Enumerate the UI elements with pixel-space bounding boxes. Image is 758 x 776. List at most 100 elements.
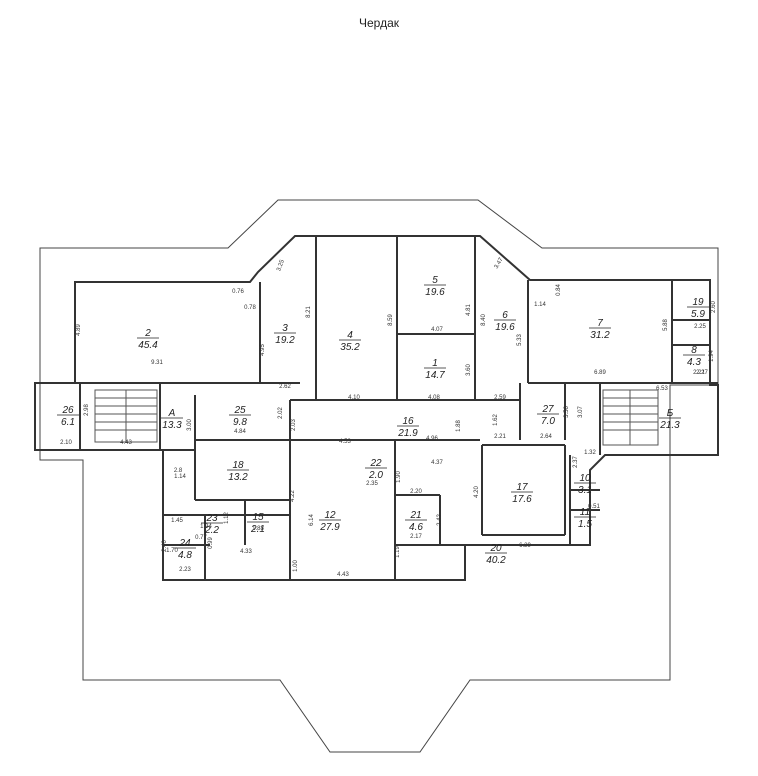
dimension-label: 9.31 xyxy=(151,360,163,366)
room-1: 245.4 xyxy=(137,328,159,351)
room-number: 24 xyxy=(178,538,191,549)
dimension-label: 1.94 xyxy=(200,524,212,530)
room-number: А xyxy=(168,408,176,419)
room-11: А13.3 xyxy=(161,408,183,431)
dimension-label: 8.40 xyxy=(481,314,487,326)
dimension-label: 2.37 xyxy=(573,456,579,468)
dimension-label: 5.88 xyxy=(663,319,669,331)
dimension-labels: 9.314.890.760.784.953.258.218.594.074.81… xyxy=(60,256,717,578)
room-14: 277.0 xyxy=(537,404,559,427)
dimension-label: 8.59 xyxy=(388,314,394,326)
dimension-label: 3.00 xyxy=(187,419,193,431)
dimension-label: 0.99 xyxy=(208,537,214,549)
room-25: 244.8 xyxy=(174,538,196,561)
room-15: Б21.3 xyxy=(659,408,681,431)
dimension-label: 1.88 xyxy=(456,420,462,432)
room-number: 25 xyxy=(233,405,246,416)
room-22: 214.6 xyxy=(405,510,427,533)
room-6: 619.6 xyxy=(494,310,516,333)
room-5: 114.7 xyxy=(424,358,446,381)
dimension-label: 1.45 xyxy=(171,518,183,524)
dimension-label: 4.84 xyxy=(234,429,246,435)
dimension-label: 1.19 xyxy=(395,546,401,558)
room-26: 232.2 xyxy=(201,513,223,536)
room-number: 4 xyxy=(347,330,353,341)
room-area: 7.0 xyxy=(541,416,555,427)
room-number: Б xyxy=(667,408,674,419)
room-number: 6 xyxy=(502,310,508,321)
room-area: 4.3 xyxy=(687,357,701,368)
room-17: 222.0 xyxy=(365,458,387,481)
stair-a xyxy=(94,389,158,443)
dimension-label: 3.25 xyxy=(276,259,286,273)
dimension-label: 4.22 xyxy=(290,490,296,502)
dimension-label: 6.29 xyxy=(519,543,531,549)
room-area: 9.8 xyxy=(233,417,247,428)
dimension-label: 1.90 xyxy=(396,471,402,483)
dimension-label: 4.37 xyxy=(431,460,443,466)
dimension-label: 2.60 xyxy=(711,301,717,313)
dimension-label: 5.33 xyxy=(517,334,523,346)
room-19: 103.1 xyxy=(574,473,596,496)
room-area: 4.6 xyxy=(409,522,423,533)
room-area: 19.2 xyxy=(275,335,295,346)
dimension-label: 3.47 xyxy=(494,256,505,270)
room-number: 17 xyxy=(516,482,528,493)
dimension-label: 4.96 xyxy=(426,436,438,442)
dimension-label: 2.40 xyxy=(162,540,168,552)
dimension-label: 6.89 xyxy=(594,370,606,376)
dimension-label: 4.08 xyxy=(428,395,440,401)
dimension-label: 4.33 xyxy=(240,549,252,555)
room-number: 11 xyxy=(580,507,590,518)
room-area: 17.6 xyxy=(512,494,532,505)
dimension-label: 6.53 xyxy=(656,386,668,392)
dimension-label: 4.20 xyxy=(474,486,480,498)
dimension-label: 4.89 xyxy=(76,324,82,336)
room-number: 18 xyxy=(232,460,244,471)
dimension-label: 2.10 xyxy=(60,440,72,446)
dimension-label: 2.21 xyxy=(693,370,705,376)
room-area: 4.8 xyxy=(178,550,192,561)
dimension-label: 2.42 xyxy=(437,514,443,526)
room-area: 35.2 xyxy=(340,342,360,353)
interior-walls xyxy=(35,236,718,580)
room-number: 7 xyxy=(597,318,603,329)
dimension-label: 0.78 xyxy=(244,305,256,311)
dimension-label: 2.02 xyxy=(278,407,284,419)
dimension-label: 0.77 xyxy=(195,535,207,541)
page-title: Чердак xyxy=(359,16,399,30)
dimension-label: 2.03 xyxy=(291,419,297,431)
room-number: 20 xyxy=(489,543,502,554)
dimension-label: 0.51 xyxy=(588,504,600,510)
dimension-label: 1.94 xyxy=(709,350,715,362)
room-number: 8 xyxy=(691,345,697,356)
dimension-label: 4.81 xyxy=(466,304,472,316)
dimension-label: 2.17 xyxy=(410,534,422,540)
dimension-label: 1.32 xyxy=(584,450,596,456)
dimension-label: 1.88 xyxy=(252,526,264,532)
room-area: 27.9 xyxy=(319,522,340,533)
dimension-label: 4.95 xyxy=(260,344,266,356)
dimension-label: 3.56 xyxy=(564,406,570,418)
room-area: 21.3 xyxy=(659,420,680,431)
room-area: 21.9 xyxy=(397,428,418,439)
room-4: 519.6 xyxy=(424,275,446,298)
dimension-label: 1.14 xyxy=(534,302,546,308)
room-area: 19.6 xyxy=(495,322,515,333)
room-area: 2.1 xyxy=(250,524,265,535)
dimension-label: 8.21 xyxy=(306,306,312,318)
dimension-label: 4.43 xyxy=(120,440,132,446)
room-area: 19.6 xyxy=(425,287,445,298)
dimension-label: 4.43 xyxy=(337,572,349,578)
room-3: 435.2 xyxy=(339,330,361,353)
room-number: 16 xyxy=(402,416,414,427)
dimension-label: 0.84 xyxy=(556,284,562,296)
dimension-label: 4.07 xyxy=(431,327,443,333)
dimension-label: 1.12 xyxy=(224,512,230,524)
dimension-label: 3.07 xyxy=(578,406,584,418)
